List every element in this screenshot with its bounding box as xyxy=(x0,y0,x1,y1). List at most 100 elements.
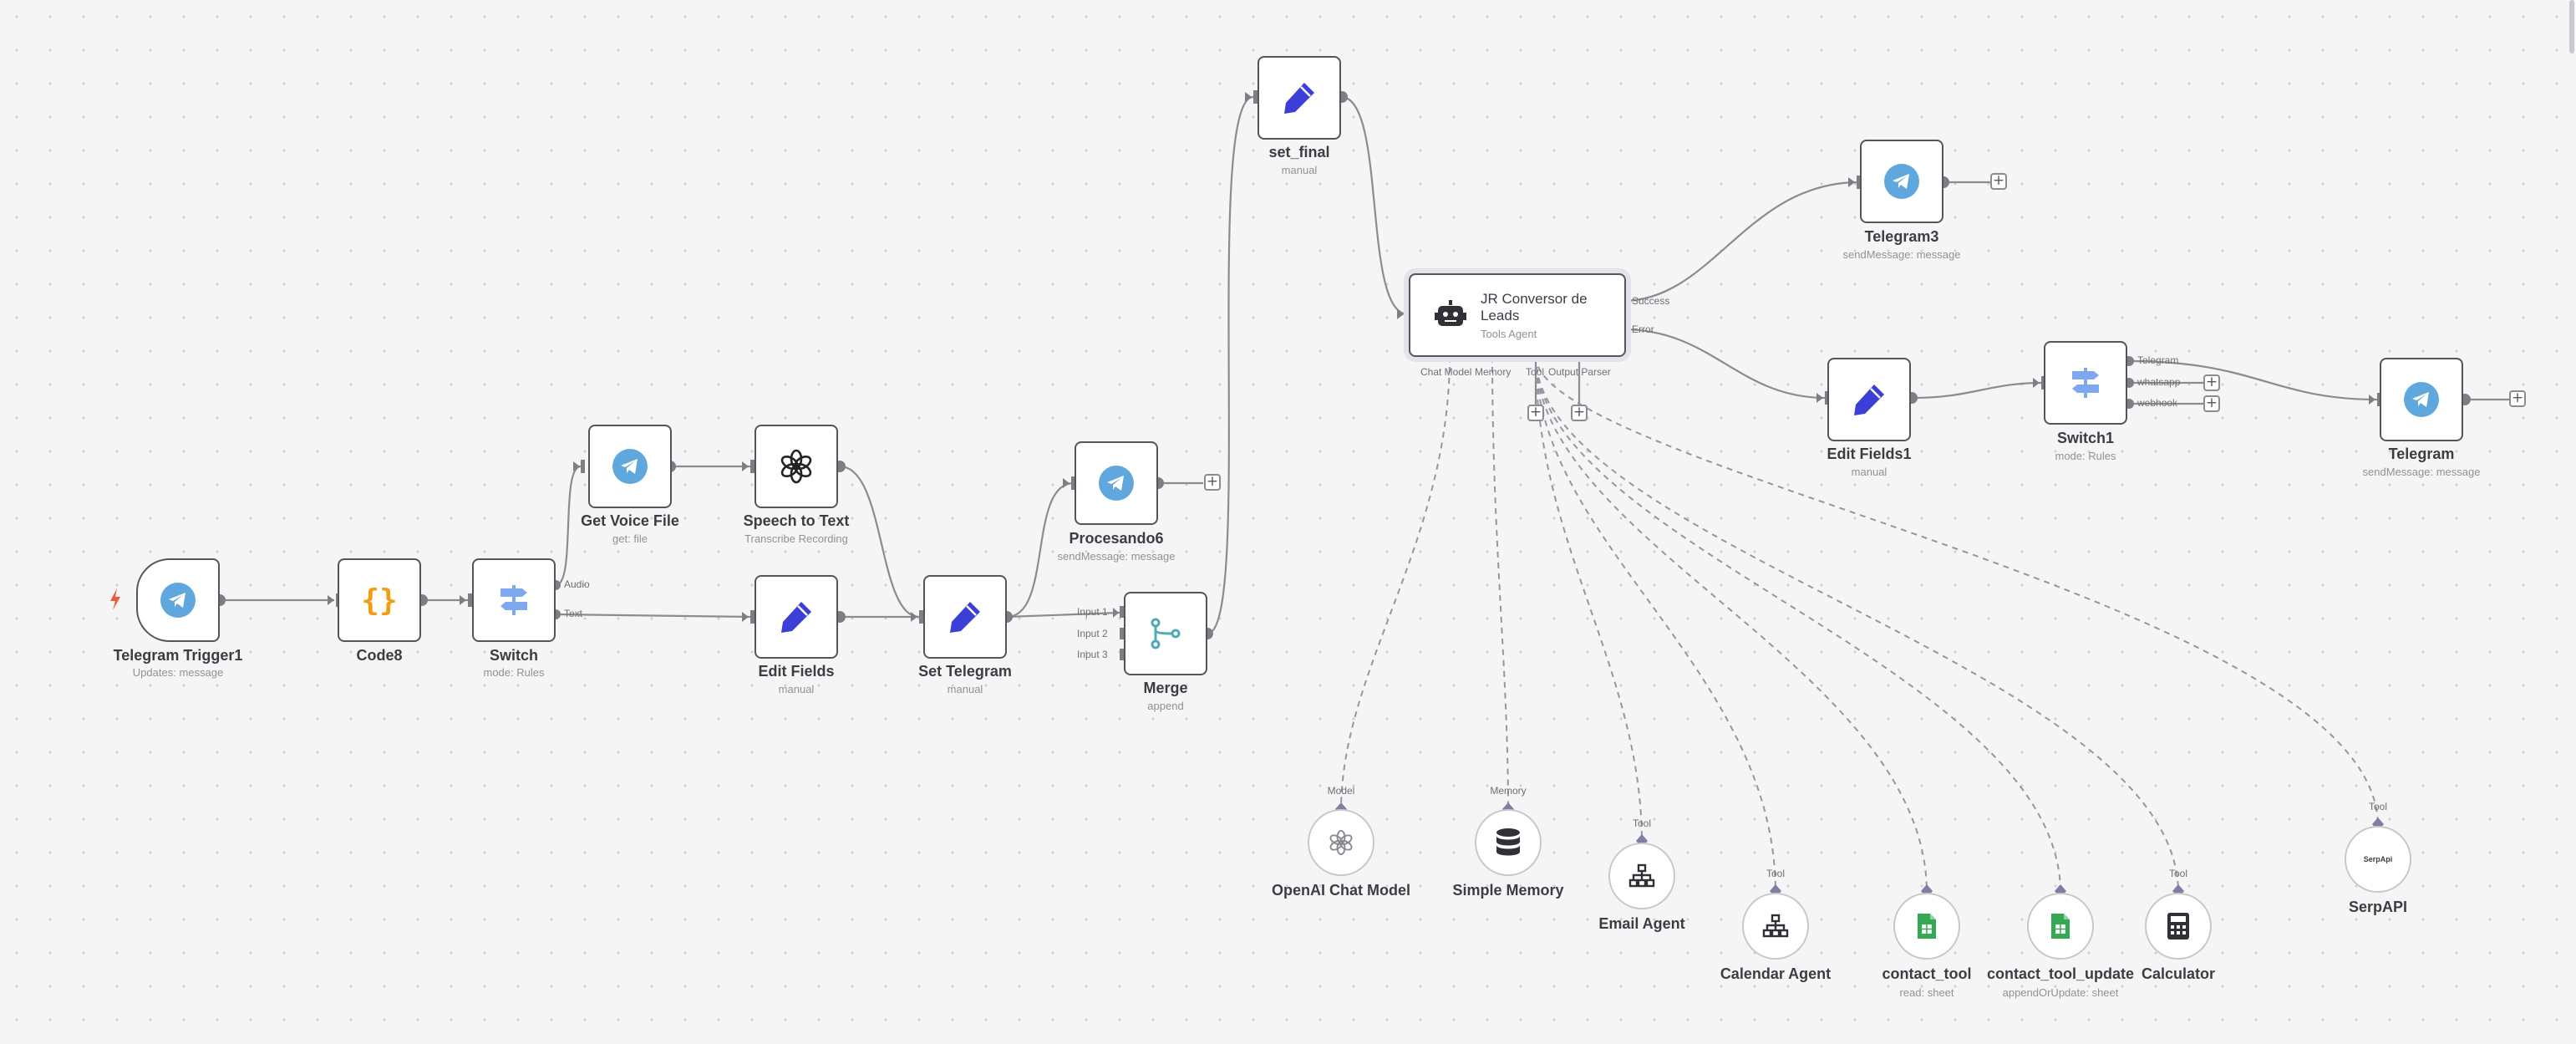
calculator-icon xyxy=(2167,913,2189,940)
input-handle xyxy=(1120,649,1124,660)
add-output-parser-button[interactable]: + xyxy=(1571,405,1588,421)
telegram-icon xyxy=(612,449,648,484)
add-node-button[interactable]: + xyxy=(1204,474,1221,491)
node-set-telegram[interactable] xyxy=(923,575,1007,659)
node-subtitle: appendOrUpdate: sheet xyxy=(2002,986,2119,999)
edge-merge-setfinal xyxy=(1207,95,1254,635)
input-handle xyxy=(1120,606,1124,618)
subnode-email-agent[interactable] xyxy=(1608,843,1675,909)
output-label-telegram: Telegram xyxy=(2137,354,2179,366)
add-tool-button[interactable]: + xyxy=(1527,405,1544,421)
edge-settelegram-procesando6 xyxy=(1006,481,1075,619)
dashed-edge-tool-contact-update xyxy=(1535,355,2061,894)
dashed-edge-memory xyxy=(1491,355,1509,812)
add-node-button[interactable]: + xyxy=(2509,390,2526,407)
input-handle xyxy=(1071,476,1075,490)
switch-signpost-icon xyxy=(500,585,527,615)
subnode-simple-memory[interactable] xyxy=(1475,809,1542,876)
output-label-audio: Audio xyxy=(564,578,590,590)
node-title: SerpAPI xyxy=(2348,899,2408,915)
node-title: Email Agent xyxy=(1598,915,1685,932)
subnode-contact-tool[interactable] xyxy=(1893,893,1960,960)
input-handle xyxy=(750,610,755,624)
bolt-icon xyxy=(110,588,120,610)
edge-agent-error-editfields1 xyxy=(1622,328,1827,400)
node-subtitle: Transcribe Recording xyxy=(744,532,848,545)
pen-edit-icon xyxy=(1284,83,1314,114)
node-title: Get Voice File xyxy=(581,512,679,529)
node-agent[interactable]: JR Conversor de Leads Tools Agent xyxy=(1409,273,1626,357)
node-subtitle: get: file xyxy=(612,532,648,545)
robot-icon xyxy=(1435,300,1466,326)
node-title: Calculator xyxy=(2141,965,2216,982)
node-telegram3[interactable] xyxy=(1860,140,1943,223)
merge-icon xyxy=(1151,618,1181,649)
node-speech-to-text[interactable] xyxy=(755,425,838,508)
node-telegram-trigger1[interactable] xyxy=(136,558,220,642)
agent-subtitle: Tools Agent xyxy=(1481,327,1537,340)
dashed-edge-chatmodel xyxy=(1340,355,1451,812)
dashed-edge-tool-contact xyxy=(1535,355,1928,894)
add-node-button[interactable]: + xyxy=(2203,374,2220,391)
subnode-calculator[interactable] xyxy=(2145,893,2212,960)
node-edit-fields[interactable] xyxy=(755,575,838,659)
node-subtitle: sendMessage: message xyxy=(2362,466,2481,478)
pen-edit-icon xyxy=(950,602,980,633)
input-handle xyxy=(2377,393,2381,406)
output-label-success: Success xyxy=(1632,295,1670,307)
node-title: Procesando6 xyxy=(1069,530,1164,547)
input-handle xyxy=(1253,90,1258,104)
dashed-edge-tool-calculator xyxy=(1535,355,2179,894)
node-procesando6[interactable] xyxy=(1075,441,1158,525)
node-title: Code8 xyxy=(356,647,403,664)
input-handle xyxy=(581,460,585,473)
code-braces-icon: {} xyxy=(361,583,397,618)
node-subtitle: Updates: message xyxy=(132,666,224,679)
node-set-final[interactable] xyxy=(1258,56,1341,140)
port-label: Tool xyxy=(1766,868,1785,879)
dashed-edge-tool-serpapi xyxy=(1535,355,2379,827)
node-title: Calendar Agent xyxy=(1720,965,1832,982)
input-handle xyxy=(1857,176,1861,189)
node-get-voice-file[interactable] xyxy=(588,425,672,508)
node-title: contact_tool xyxy=(1882,965,1972,982)
node-title: Simple Memory xyxy=(1452,882,1564,899)
node-title: contact_tool_update xyxy=(1986,965,2135,982)
node-title: OpenAI Chat Model xyxy=(1272,882,1410,899)
node-subtitle: manual xyxy=(778,683,815,695)
node-title: Telegram3 xyxy=(1864,228,1939,245)
node-title: Switch xyxy=(489,647,538,664)
node-code8[interactable]: {} xyxy=(338,558,421,642)
node-switch1[interactable] xyxy=(2044,341,2127,425)
node-title: set_final xyxy=(1268,144,1330,160)
node-title: Telegram xyxy=(2388,446,2455,462)
add-node-button[interactable]: + xyxy=(1990,173,2007,190)
edge-editfields1-switch1 xyxy=(1913,381,2044,400)
input-label-1: Input 1 xyxy=(1077,606,1108,618)
pen-edit-icon xyxy=(1854,384,1884,415)
port-label-chat-model: Chat Model xyxy=(1420,366,1472,378)
subnode-openai-chat-model[interactable] xyxy=(1308,809,1374,876)
dashed-edge-tool-email xyxy=(1535,355,1643,843)
subnode-serpapi[interactable]: SerpApi xyxy=(2345,826,2411,893)
subnode-calendar-agent[interactable] xyxy=(1742,893,1809,960)
edge-setfinal-agent xyxy=(1340,95,1409,316)
node-switch[interactable] xyxy=(472,558,556,642)
input-handle xyxy=(919,610,923,624)
agent-text: JR Conversor de Leads Tools Agent xyxy=(1481,291,1598,340)
add-node-button[interactable]: + xyxy=(2203,395,2220,412)
switch-signpost-icon xyxy=(2072,368,2099,398)
node-merge[interactable] xyxy=(1124,592,1207,675)
svg-text:{}: {} xyxy=(361,583,397,618)
node-edit-fields1[interactable] xyxy=(1827,358,1911,441)
output-label-whatsapp: whatsapp xyxy=(2137,376,2181,388)
input-handle xyxy=(1120,628,1124,639)
subnode-contact-tool-update[interactable] xyxy=(2027,893,2094,960)
node-subtitle: read: sheet xyxy=(1899,986,1954,999)
node-title: Set Telegram xyxy=(918,663,1012,680)
vertical-scrollbar[interactable] xyxy=(2569,0,2574,53)
node-telegram[interactable] xyxy=(2380,358,2463,441)
network-icon xyxy=(1762,914,1789,938)
